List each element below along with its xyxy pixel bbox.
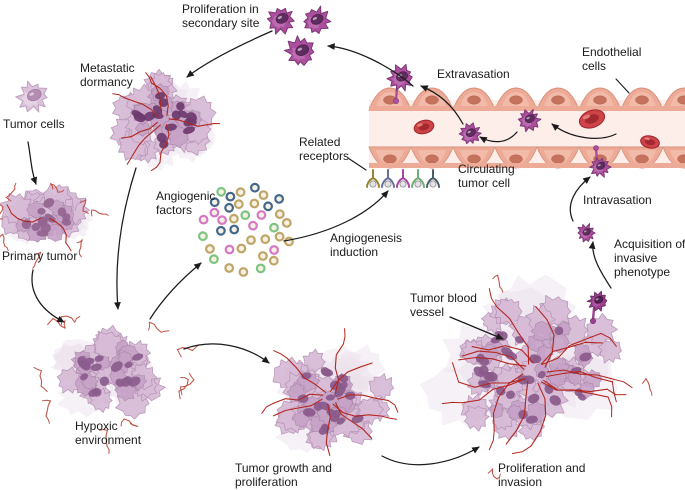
factor-dot [228, 213, 239, 224]
factor-dot [258, 190, 269, 201]
arrow-factors-to-receptors [283, 190, 389, 242]
label-tumor-growth-proliferation: Tumor growth and proliferation [235, 461, 332, 489]
red-blood-cell [640, 135, 660, 149]
factor-dot [269, 222, 279, 233]
secondary-cell-1 [266, 7, 295, 35]
arrow-extravasated-to-secondary [327, 43, 414, 87]
label-endothelial-cells: Endothelial cells [582, 45, 642, 73]
arrow-growth-to-invasion [381, 446, 480, 466]
arrow-invasive-to-vessel [569, 176, 591, 222]
receptor-icon [366, 169, 380, 188]
factor-dot [204, 243, 215, 254]
secondary-cell-3 [284, 35, 315, 66]
factor-dot [240, 210, 251, 221]
factor-dot [281, 217, 292, 228]
arrow-primary-to-hypoxic [31, 269, 65, 323]
factor-dot [215, 225, 226, 236]
label-tumor-cells: Tumor cells [3, 117, 65, 131]
label-primary-tumor: Primary tumor [2, 249, 78, 263]
receptor-icon [381, 169, 395, 188]
arrow-ctc1-extravasation [420, 85, 464, 125]
factor-dot [209, 197, 220, 208]
angiogenic-factor-dots [197, 182, 294, 277]
factor-dot [217, 215, 228, 226]
label-hypoxic-environment: Hypoxic environment [75, 419, 142, 447]
factor-dot [256, 210, 267, 220]
metastatic-dormancy [109, 68, 221, 172]
factor-dot [197, 231, 208, 242]
red-blood-cell [413, 119, 435, 135]
arrow-hypoxic-to-factors [149, 262, 202, 320]
arrow-dormancy-to-hypoxic [114, 167, 137, 310]
label-metastatic-dormancy: Metastatic dormancy [80, 61, 135, 89]
primary-tumor [0, 182, 109, 269]
label-extravasation: Extravasation [437, 67, 510, 81]
factor-dot [238, 267, 249, 277]
factor-dot [208, 254, 219, 265]
invasive-cell [577, 223, 596, 243]
red-blood-cell [578, 109, 606, 129]
factor-dot [274, 231, 285, 242]
label-angiogenic-factors: Angiogenic factors [156, 189, 216, 217]
label-proliferation-invasion: Proliferation and invasion [498, 461, 586, 489]
factor-dot [269, 245, 280, 255]
receptor-icons [366, 169, 440, 188]
factor-dot [235, 187, 246, 198]
factor-dot [233, 199, 244, 210]
arrow-escaping-to-invasive [588, 241, 612, 289]
intravasating-cell [589, 145, 612, 178]
tumor-growth [261, 328, 399, 456]
arrow-tumor-cells-to-primary [27, 141, 37, 185]
hypoxic-environment [33, 315, 199, 455]
factor-dot [255, 263, 266, 274]
factor-dot [258, 251, 268, 261]
factor-dot [224, 202, 235, 213]
label-angiogenesis-induction: Angiogenesis induction [330, 231, 403, 259]
factor-dot [216, 186, 227, 197]
arrow-ctc2-to-ctc1 [479, 131, 518, 144]
label-circulating-tumor-cell: Circulating tumor cell [458, 162, 515, 190]
arrow-lumen-to-ctc2 [551, 123, 617, 139]
label-tumor-blood-vessel: Tumor blood vessel [410, 291, 477, 319]
factor-dot [284, 236, 294, 247]
label-intravasation: Intravasation [583, 193, 652, 207]
receptor-icon [426, 169, 440, 188]
label-proliferation-secondary-site: Proliferation in secondary site [182, 2, 260, 30]
factor-dot [224, 263, 235, 273]
arrow-tumor-blood-vessel-pointer [449, 316, 504, 340]
arrow-secondary-to-dormancy [186, 30, 273, 78]
factor-dot [249, 198, 260, 209]
receptor-icon [396, 169, 410, 188]
factor-dot [229, 224, 240, 235]
escaping-cell [586, 290, 608, 324]
secondary-cell-2 [303, 5, 332, 34]
circulating-tumor-cell-2 [517, 108, 542, 133]
proliferation-invasion [419, 274, 653, 480]
factor-dot [224, 244, 235, 255]
circulating-tumor-cell-1 [458, 122, 482, 145]
label-acquisition-invasive-phenotype: Acquisition of invasive phenotype [614, 237, 685, 279]
label-related-receptors: Related receptors [299, 135, 350, 163]
factor-dot [209, 207, 220, 218]
factor-dot [263, 201, 274, 212]
factor-dot [249, 182, 260, 193]
related-receptors-pointer [347, 157, 367, 171]
factor-dot [268, 255, 279, 266]
factor-dot [246, 235, 256, 246]
factor-dot [260, 234, 271, 245]
factor-dot [236, 243, 247, 254]
endothelial-cells-pointer [615, 78, 630, 94]
factor-dot [225, 191, 236, 202]
factor-dot [198, 214, 209, 225]
tumor-cell-single [15, 80, 48, 113]
factor-dot [248, 220, 258, 231]
arrow-hypoxic-to-growth [183, 343, 270, 364]
factor-dot [274, 209, 285, 220]
factor-dot [274, 193, 285, 204]
receptor-icon [411, 169, 425, 188]
